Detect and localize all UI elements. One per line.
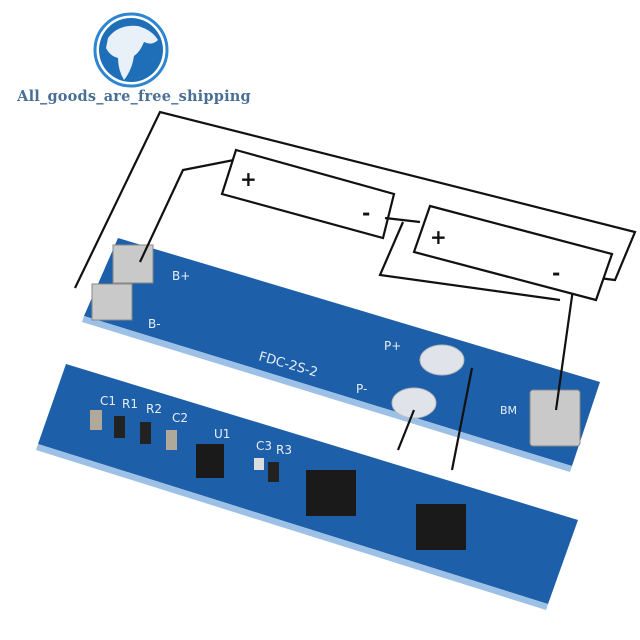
label-bm: BM [500, 404, 517, 417]
pad-p-plus [419, 344, 465, 376]
wire-bm [74, 110, 637, 411]
logo-text: All_goods_are_free_shipping [17, 88, 251, 105]
chip-u1 [196, 444, 224, 478]
label-c3: C3 [256, 439, 272, 453]
pad-p-minus [391, 387, 437, 419]
pad-b-minus [91, 283, 133, 321]
wiring-diagram [74, 110, 637, 471]
wire-p-minus [396, 409, 416, 451]
battery-2 [412, 204, 614, 302]
battery-2-plus: + [430, 225, 447, 249]
wire-b-plus [139, 158, 235, 263]
battery-2-minus: - [552, 261, 560, 285]
label-r2: R2 [146, 402, 162, 416]
battery-1-minus: - [362, 201, 370, 225]
label-b-plus: B+ [172, 269, 190, 283]
pad-bm [529, 389, 581, 447]
pcb-board-bottom: C1 R1 R2 C2 U1 C3 R3 [36, 364, 578, 610]
wire-series [384, 216, 421, 224]
pcb-board-top: B+ B- FDC-2S-2 P+ P- BM [82, 238, 600, 472]
label-c2: C2 [172, 411, 188, 425]
label-p-minus: P- [356, 382, 367, 396]
label-p-plus: P+ [384, 339, 401, 353]
label-u1: U1 [214, 427, 230, 441]
wire-series-2 [378, 221, 561, 302]
mosfet-1 [306, 470, 356, 516]
globe-logo-icon [93, 12, 169, 88]
label-r1: R1 [122, 397, 138, 411]
label-c1: C1 [100, 394, 116, 408]
pad-b-plus [112, 244, 154, 284]
wire-p-plus [450, 367, 474, 471]
battery-1 [220, 148, 396, 240]
label-b-minus: B- [148, 317, 161, 331]
battery-1-plus: + [240, 167, 257, 191]
mosfet-2 [416, 504, 466, 550]
smd-components [90, 410, 466, 550]
label-r3: R3 [276, 443, 292, 457]
